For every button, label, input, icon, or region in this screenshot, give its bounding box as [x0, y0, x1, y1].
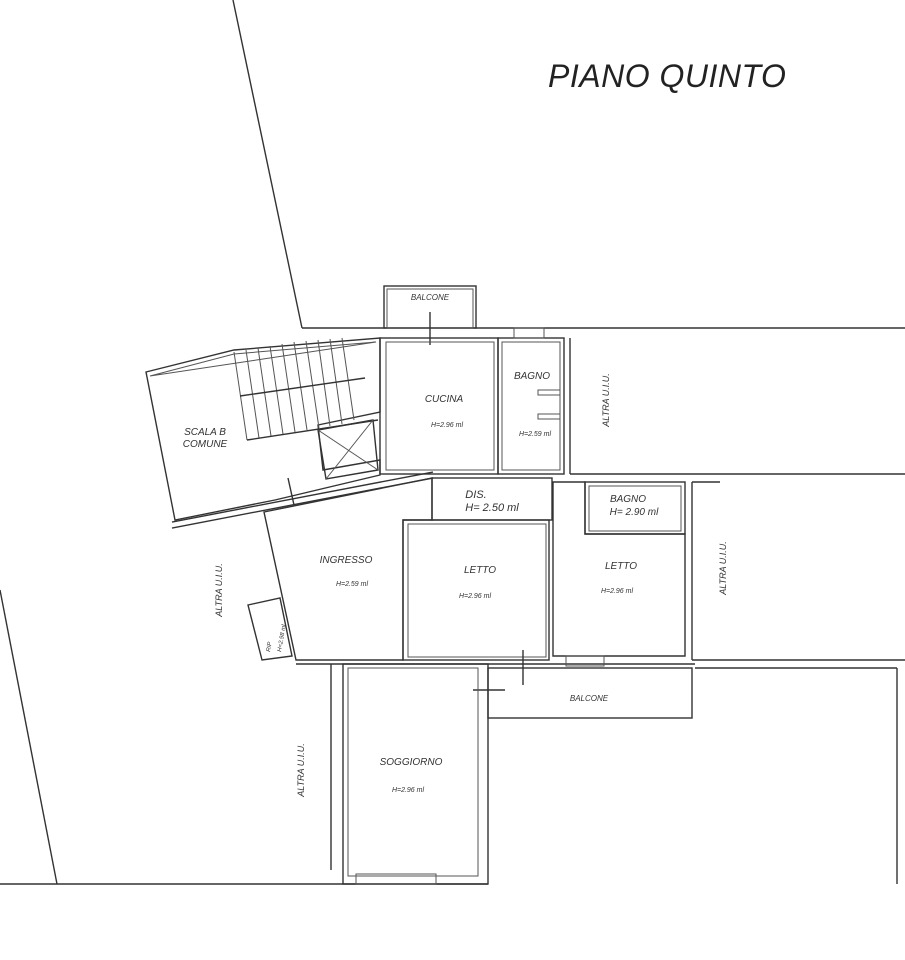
- room-label: BAGNO: [514, 371, 550, 382]
- boundary-line: [232, 0, 303, 329]
- ripostiglio: RIP H=2.98 ml: [247, 597, 293, 661]
- room-label: COMUNE: [183, 439, 228, 450]
- neighbour-label: ALTRA U.I.U.: [718, 541, 728, 596]
- room-label: INGRESSO: [320, 555, 373, 566]
- room-label: CUCINA: [425, 394, 464, 405]
- soggiorno: SOGGIORNO H=2.96 ml: [330, 663, 489, 885]
- room-height: H=2.96 ml: [392, 787, 425, 794]
- room-label: SOGGIORNO: [380, 757, 443, 768]
- plan-title: PIANO QUINTO: [548, 58, 787, 94]
- letto-2: LETTO H=2.96 ml: [552, 481, 686, 657]
- cucina: CUCINA H=2.96 ml: [379, 337, 499, 475]
- boundary-line: [0, 589, 58, 885]
- neighbour-label: ALTRA U.I.U.: [296, 743, 306, 798]
- room-height: H=2.98 ml: [277, 624, 288, 653]
- room-label: BAGNO: [610, 494, 646, 505]
- neighbour-label: ALTRA U.I.U.: [601, 373, 611, 428]
- neighbour-label: ALTRA U.I.U.: [214, 563, 224, 618]
- room-height: H=2.59 ml: [336, 581, 369, 588]
- room-height: H=2.59 ml: [519, 431, 552, 438]
- room-height: H=2.96 ml: [601, 588, 634, 595]
- bagno-1: BAGNO H=2.59 ml: [497, 327, 565, 475]
- balcone-top: BALCONE: [383, 285, 477, 345]
- room-height: H= 2.90 ml: [610, 507, 659, 518]
- room-height: H= 2.50 ml: [465, 502, 519, 514]
- room-label: SCALA B: [184, 427, 226, 438]
- room-label: LETTO: [464, 565, 496, 576]
- bagno-2: BAGNO H= 2.90 ml: [584, 481, 686, 535]
- scala-b: SCALA B COMUNE: [145, 337, 381, 521]
- letto-1: LETTO H=2.96 ml: [402, 519, 550, 661]
- room-label: LETTO: [605, 561, 637, 572]
- room-height: H=2.96 ml: [431, 422, 464, 429]
- room-label: BALCONE: [411, 293, 450, 302]
- room-label: RIP: [266, 641, 274, 652]
- room-label: BALCONE: [570, 694, 609, 703]
- room-label: DIS.: [465, 489, 486, 501]
- wall: [171, 471, 434, 523]
- disimpegno: DIS. H= 2.50 ml: [431, 477, 553, 521]
- room-height: H=2.96 ml: [459, 593, 492, 600]
